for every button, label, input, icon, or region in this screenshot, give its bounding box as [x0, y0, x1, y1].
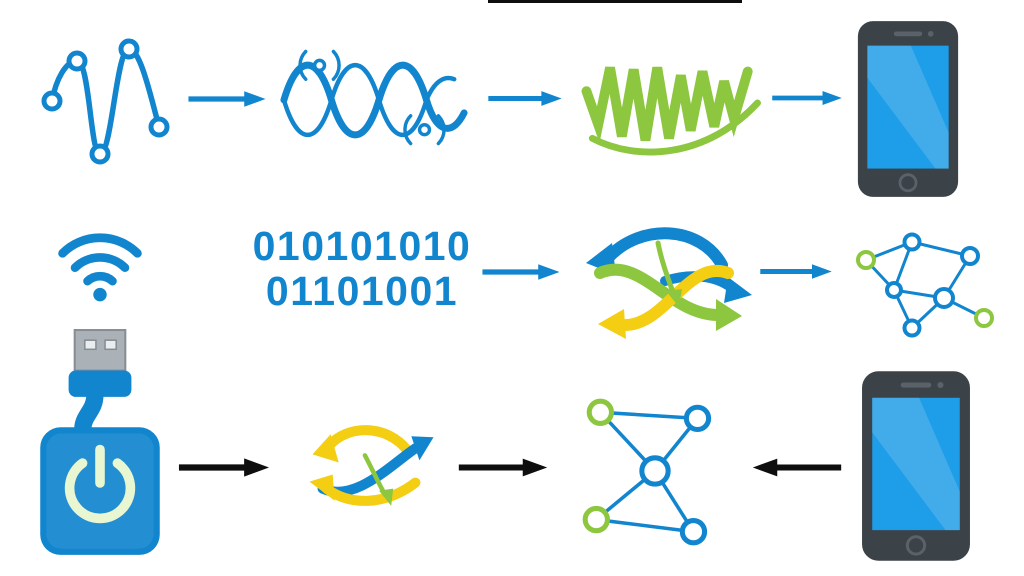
binary-line-1: 010101010: [252, 223, 472, 269]
smartphone-icon-2: [860, 366, 972, 566]
flow-arrow-5: [758, 262, 834, 281]
binary-code-text: 010101010 01101001: [248, 224, 476, 314]
data-scrambling-icon: [570, 202, 760, 354]
flow-arrow-6: [176, 456, 272, 479]
flow-arrow-3: [770, 89, 844, 107]
smartphone-icon: [856, 14, 960, 204]
top-crop-line: [488, 0, 742, 3]
noisy-green-signal-icon: [576, 42, 768, 160]
flow-arrow-1: [186, 89, 268, 109]
flow-arrow-2: [486, 89, 564, 108]
flow-arrow-7: [456, 456, 550, 479]
data-scrambling-small-icon: [294, 410, 446, 526]
usb-power-device-icon: [34, 326, 166, 564]
network-graph-large-icon: [570, 390, 740, 554]
sampled-analog-signal-icon: [32, 22, 182, 174]
modulated-wave-icon: [276, 34, 474, 166]
wifi-icon: [52, 216, 148, 306]
flow-arrow-4: [480, 262, 562, 282]
binary-line-2: 01101001: [265, 268, 459, 314]
flow-arrow-8-left: [750, 456, 844, 479]
network-graph-icon: [846, 226, 996, 344]
